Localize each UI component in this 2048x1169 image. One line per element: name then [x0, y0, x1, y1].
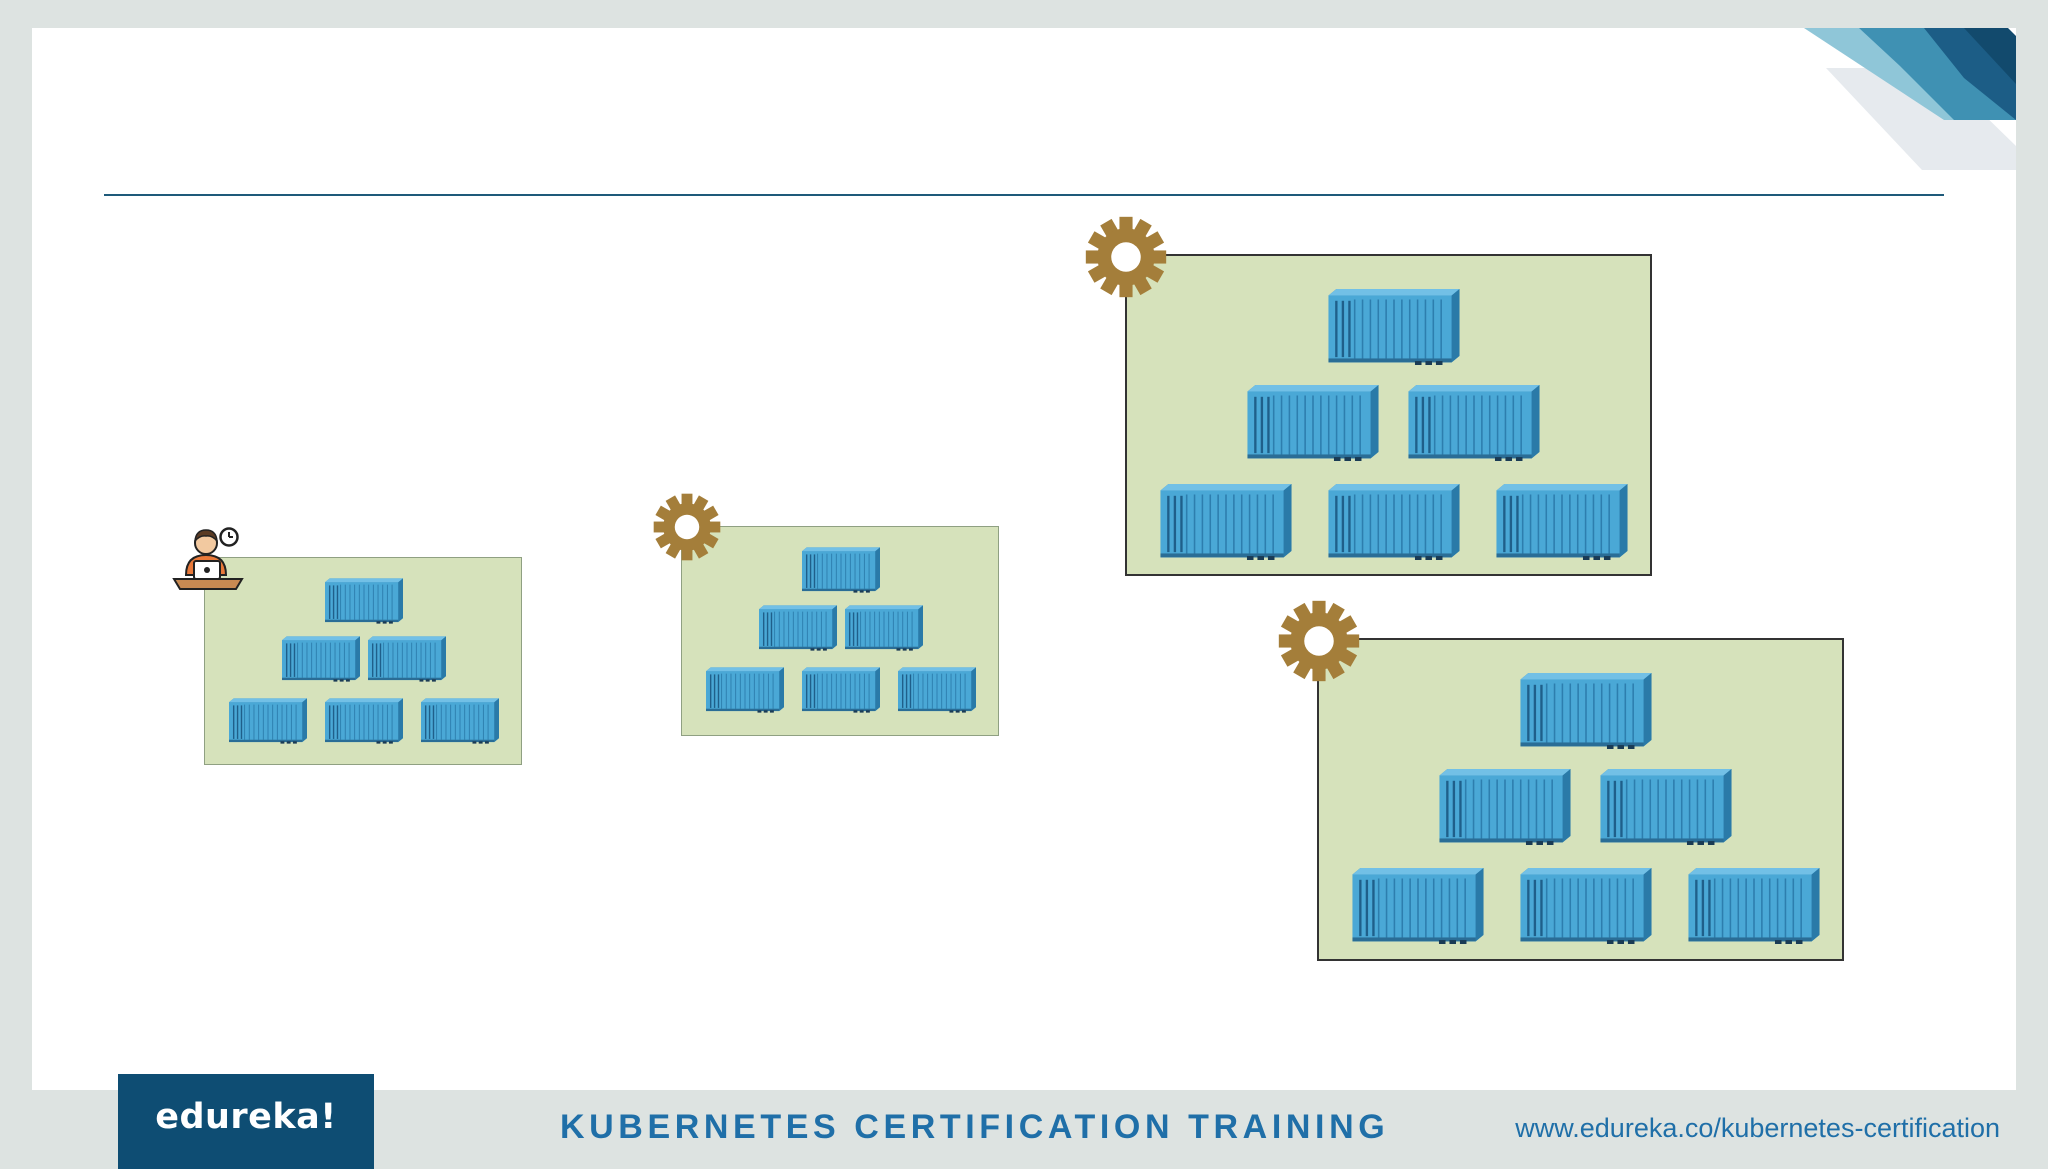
developer-machine	[204, 557, 522, 765]
container-icon	[1520, 673, 1652, 749]
container-icon	[706, 667, 784, 713]
container-icon	[229, 698, 307, 744]
container-icon	[1352, 868, 1484, 944]
title-divider	[104, 194, 1944, 196]
container-icon	[759, 605, 837, 651]
container-icon	[1247, 385, 1379, 461]
corner-decoration	[1804, 28, 2016, 170]
container-icon	[802, 667, 880, 713]
edureka-logo[interactable]: edureka!	[118, 1074, 374, 1169]
node-large-bottom	[1317, 638, 1844, 961]
node-small	[681, 526, 999, 736]
container-icon	[1328, 484, 1460, 560]
gear-icon	[653, 493, 721, 561]
container-icon	[1439, 769, 1571, 845]
container-icon	[282, 636, 360, 682]
gear-icon	[1278, 600, 1360, 682]
gear-icon	[1085, 216, 1167, 298]
container-icon	[1496, 484, 1628, 560]
logo-text: edureka!	[155, 1096, 337, 1137]
container-icon	[802, 547, 880, 593]
container-icon	[325, 578, 403, 624]
container-icon	[421, 698, 499, 744]
node-large-top	[1125, 254, 1652, 576]
container-icon	[1600, 769, 1732, 845]
container-icon	[1328, 289, 1460, 365]
container-icon	[1160, 484, 1292, 560]
course-url-link[interactable]: www.edureka.co/kubernetes-certification	[1515, 1113, 2000, 1143]
container-icon	[845, 605, 923, 651]
container-icon	[1688, 868, 1820, 944]
developer-icon	[172, 527, 244, 590]
container-icon	[325, 698, 403, 744]
course-title: KUBERNETES CERTIFICATION TRAINING	[560, 1108, 1390, 1146]
container-icon	[1520, 868, 1652, 944]
slide-canvas	[32, 28, 2016, 1090]
container-icon	[1408, 385, 1540, 461]
container-icon	[368, 636, 446, 682]
container-icon	[898, 667, 976, 713]
